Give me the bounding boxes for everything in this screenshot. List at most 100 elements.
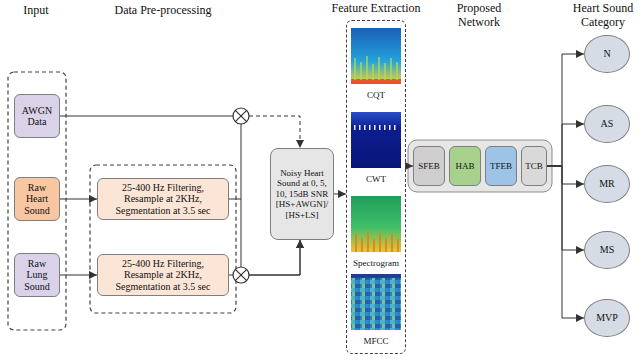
- multiplier-cross: [235, 110, 246, 121]
- connector-line: [60, 116, 233, 117]
- node-text: Raw Lung Sound: [18, 258, 56, 293]
- column-header: Heart Sound Category: [570, 2, 636, 30]
- network-block: TFEB: [485, 146, 517, 186]
- network-block: TCB: [521, 146, 547, 186]
- node-text: MVP: [596, 312, 618, 324]
- streak: [385, 238, 387, 252]
- connector-line: [547, 166, 584, 250]
- connector-line: [547, 166, 584, 184]
- connector: [60, 116, 300, 148]
- tick: [389, 125, 391, 130]
- tick: [354, 125, 356, 130]
- tick: [394, 125, 396, 130]
- node-text: TCB: [525, 161, 543, 171]
- streak: [366, 56, 368, 80]
- feature-image: CQT: [348, 26, 404, 100]
- process-box: 25-400 Hz Filtering, Resample at 2KHz, S…: [97, 254, 229, 296]
- image-caption: Spectrogram: [353, 258, 399, 268]
- column-header: Input: [6, 4, 66, 18]
- connector-line: [547, 124, 584, 166]
- image-band: [351, 79, 401, 84]
- connector-line: [334, 194, 346, 195]
- tick: [379, 125, 381, 130]
- node-text: 25-400 Hz Filtering, Resample at 2KHz, S…: [106, 182, 220, 217]
- streak: [361, 238, 363, 252]
- node-text: Noisy Heart Sound at 0, 5, 10, 15dB SNR …: [274, 168, 330, 220]
- category-ellipse: MS: [584, 231, 630, 269]
- cqt-image: [351, 28, 401, 84]
- streak: [397, 239, 399, 252]
- tick: [359, 125, 361, 130]
- input-group-outline: [8, 72, 66, 330]
- connector-line: [60, 199, 97, 200]
- dashed-outline: [346, 20, 406, 354]
- feature-image: MFCC: [348, 272, 404, 346]
- network-block: SFEB: [413, 146, 445, 186]
- category-ellipse: N: [584, 35, 630, 73]
- process-box: 25-400 Hz Filtering, Resample at 2KHz, S…: [97, 178, 229, 220]
- streak: [355, 234, 357, 252]
- image-caption: CQT: [367, 90, 385, 100]
- column-header: Data Pre-processing: [90, 4, 236, 18]
- category-ellipse: AS: [584, 105, 630, 143]
- connector-line: [60, 275, 97, 276]
- node-text: AWGN Data: [18, 105, 56, 128]
- mfcc-image: [351, 274, 401, 330]
- image-texture: [351, 274, 401, 330]
- node-text: HAB: [455, 161, 474, 171]
- image-ground: [351, 112, 401, 168]
- wire: [241, 124, 242, 199]
- cwt-image: [351, 112, 401, 168]
- preprocess-group-outline: [90, 165, 236, 313]
- feature-group: Feature ExtractionCQTCWTSpectrogramMFCC: [346, 2, 406, 354]
- connector: [547, 166, 584, 184]
- multiplier-symbol: [233, 108, 249, 124]
- feature-image: CWT: [348, 110, 404, 184]
- image-ground: [351, 28, 401, 84]
- multiplier-circle: [233, 267, 249, 283]
- input-box: AWGN Data: [14, 94, 60, 138]
- connector: [334, 194, 346, 195]
- node-text: 25-400 Hz Filtering, Resample at 2KHz, S…: [106, 258, 220, 293]
- connector-line: [406, 166, 413, 167]
- tick: [364, 125, 366, 130]
- category-ellipse: MR: [584, 165, 630, 203]
- connector: [547, 166, 584, 318]
- connector-line: [249, 116, 300, 148]
- category-ellipse: MVP: [584, 299, 630, 337]
- multiplier-symbol: [233, 267, 249, 283]
- connector: [547, 54, 584, 166]
- streak: [354, 58, 356, 80]
- node-text: MR: [599, 178, 615, 190]
- node-text: TFEB: [490, 161, 512, 171]
- network-block: HAB: [449, 146, 481, 186]
- connector: [229, 240, 300, 275]
- image-caption: CWT: [366, 174, 386, 184]
- connector: [547, 124, 584, 166]
- streak: [372, 64, 374, 80]
- connector: [406, 166, 413, 167]
- node-text: MS: [600, 244, 614, 256]
- process-box: Noisy Heart Sound at 0, 5, 10, 15dB SNR …: [270, 148, 334, 240]
- network-outline: [408, 140, 552, 192]
- connector: [547, 166, 584, 250]
- streak: [367, 232, 369, 252]
- image-band: [351, 274, 401, 278]
- streak: [396, 62, 398, 80]
- streak: [378, 57, 380, 80]
- node-text: N: [603, 48, 610, 60]
- input-box: Raw Lung Sound: [14, 253, 60, 297]
- streak: [379, 233, 381, 252]
- connector-line: [547, 166, 584, 318]
- multiplier-cross: [235, 110, 246, 121]
- connector: [60, 275, 97, 276]
- image-caption: MFCC: [363, 336, 388, 346]
- streak: [360, 62, 362, 80]
- connector-line: [547, 54, 584, 166]
- input-box: Raw Heart Sound: [14, 177, 60, 221]
- node-text: SFEB: [418, 161, 440, 171]
- connector-line: [229, 240, 300, 275]
- spectrogram-image: [351, 196, 401, 252]
- node-text: Raw Heart Sound: [18, 182, 56, 217]
